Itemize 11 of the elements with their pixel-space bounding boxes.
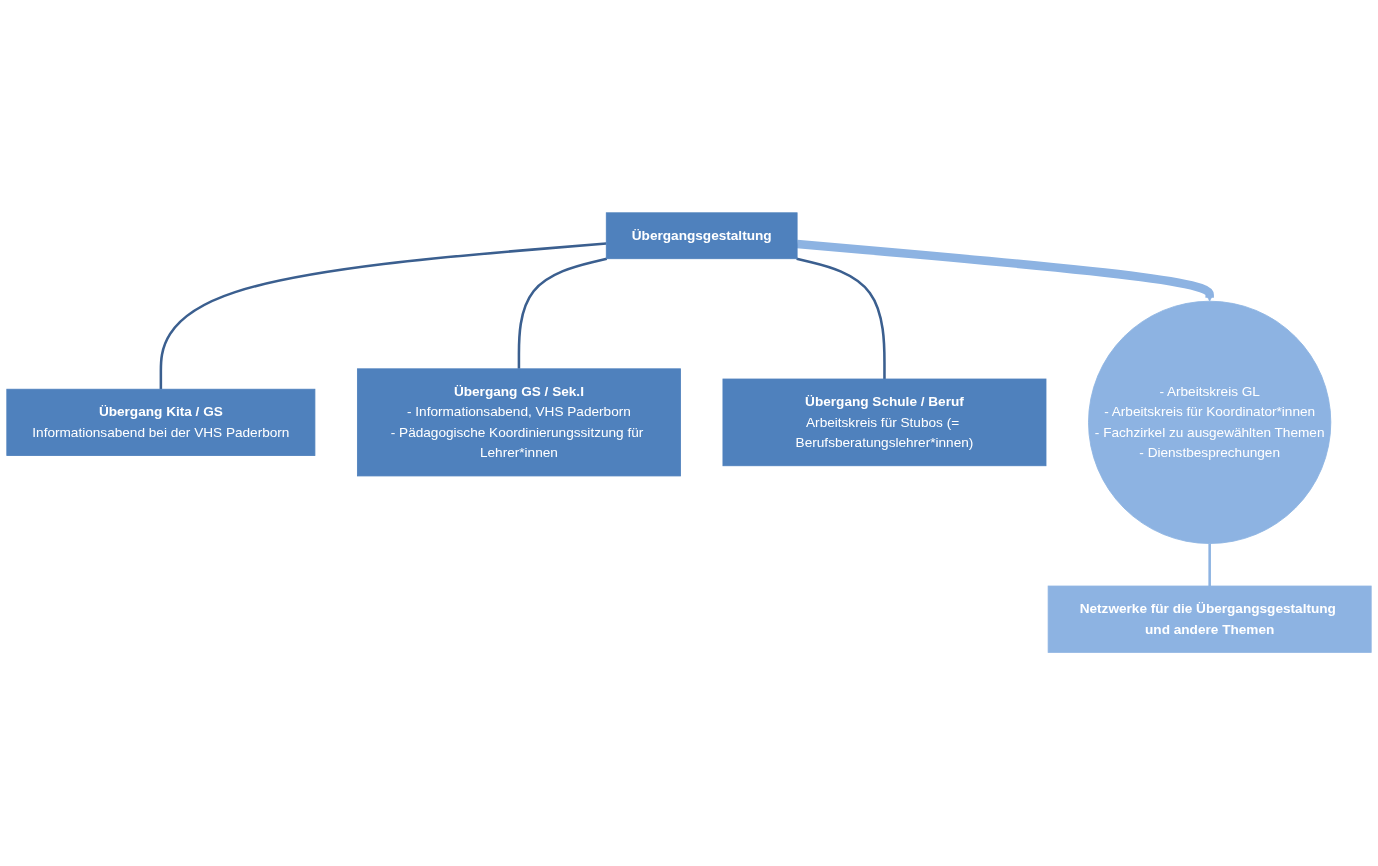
node-circle: - Arbeitskreis GL - Arbeitskreis für Koordinator*innen - Fachzirkel zu ausgewählten Themen - Dienstbesprechungen: [1088, 301, 1332, 545]
node-box: Netzwerke für die Übergangsgestaltung und andere Themen: [1047, 586, 1372, 654]
arrow: [796, 240, 1214, 302]
connector: [796, 257, 886, 380]
node-box: Übergangsgestaltung: [605, 212, 798, 260]
connector: [517, 257, 608, 370]
node-box: Übergang Kita / GS Informationsabend bei der VHS Paderborn: [6, 389, 316, 457]
connector: [1208, 543, 1211, 587]
node-box: Übergang Schule / Beruf Arbeitskreis für Stubos (= Berufsberatungslehrer*innen): [722, 379, 1047, 467]
node-box: Übergang GS / Sek.I - Informationsabend, VHS Paderborn - Pädagogische Koordinierungssitzung für Lehrer*innen: [357, 368, 681, 477]
connector: [159, 242, 607, 390]
